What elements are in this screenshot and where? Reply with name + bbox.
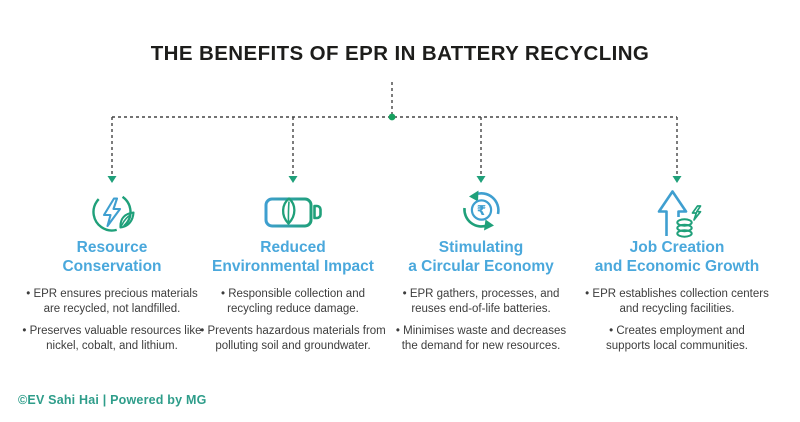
bullet-list: • EPR ensures precious materials are rec… (22, 287, 201, 354)
eco-battery-icon (262, 188, 324, 236)
bullet-list: • Responsible collection and recycling r… (200, 287, 386, 354)
bullet-item: • EPR establishes collection centers and… (585, 287, 769, 315)
bullet-list: • EPR establishes collection centers and… (585, 287, 769, 354)
bullet-item: • Minimises waste and decreases the dema… (395, 324, 567, 352)
connector-junction-dot (388, 113, 396, 121)
heading-reduced-environmental-impact: Reduced Environmental Impact (212, 239, 374, 276)
bullet-item: • Prevents hazardous materials from poll… (200, 324, 386, 352)
rupee-cycle-icon: ₹ (456, 188, 506, 236)
bullet-item: • Creates employment and supports local … (606, 324, 748, 352)
bullet-item: • EPR ensures precious materials are rec… (26, 287, 198, 315)
credit-footer: ©EV Sahi Hai | Powered by MG (18, 393, 207, 407)
bullet-item: • Responsible collection and recycling r… (220, 287, 365, 315)
column-resource-conservation: Resource Conservation • EPR ensures prec… (7, 188, 217, 354)
heading-stimulating-circular-economy: Stimulating a Circular Economy (408, 239, 554, 276)
column-reduced-environmental-impact: Reduced Environmental Impact • Responsib… (188, 188, 398, 354)
heading-resource-conservation: Resource Conservation (62, 239, 162, 276)
connector-arrowheads (107, 176, 682, 183)
column-job-creation-economic-growth: Job Creation and Economic Growth • EPR e… (572, 188, 782, 354)
svg-text:₹: ₹ (477, 203, 486, 219)
page-title: THE BENEFITS OF EPR IN BATTERY RECYCLING (150, 42, 650, 65)
bullet-item: • EPR gathers, processes, and reuses end… (402, 287, 560, 315)
recycle-bolt-leaf-icon (86, 188, 138, 236)
heading-job-creation-economic-growth: Job Creation and Economic Growth (594, 239, 760, 276)
growth-arrow-coins-icon (652, 188, 702, 238)
bullet-item: • Preserves valuable resources like nick… (22, 324, 202, 352)
bullet-list: • EPR gathers, processes, and reuses end… (396, 287, 566, 354)
column-stimulating-circular-economy: ₹ Stimulating a Circular Economy • EPR g… (376, 188, 586, 354)
